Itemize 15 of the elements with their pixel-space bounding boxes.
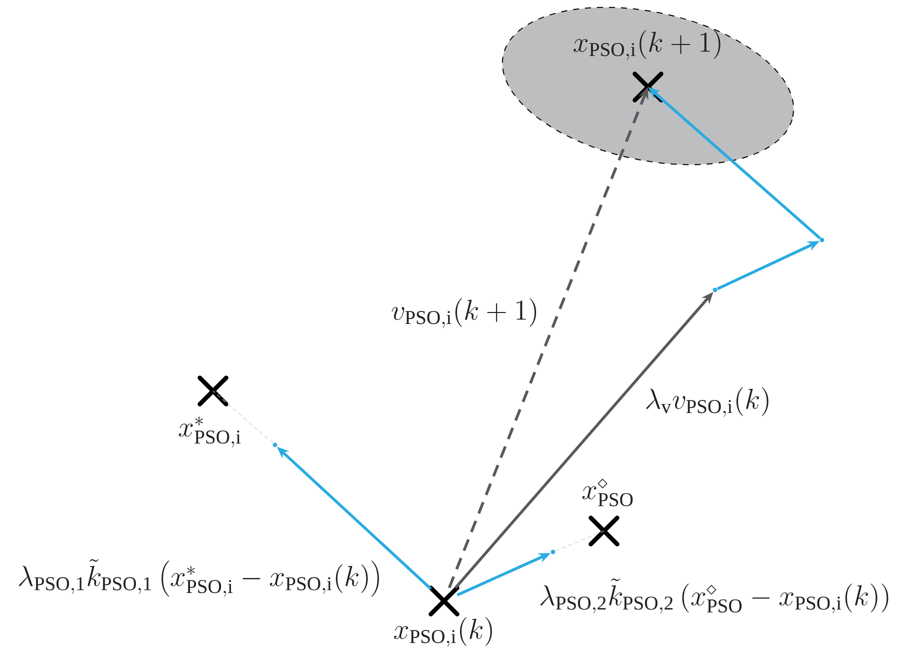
guide-line <box>555 530 604 552</box>
edge-label: $\lambda_{\mathrm{PSO,2}}\tilde{k}_{\mathrm{PSO,2}}\left(x^{\diamond}_{\mathrm{PSO}}-x_{\mathrm{PSO,i}}(k)\right)$ <box>540 578 888 614</box>
point-label: $x^{\diamond}_{\mathrm{PSO}}$ <box>582 478 633 506</box>
vector-joint <box>820 238 824 242</box>
vector-joint <box>550 550 556 554</box>
edge-label: $\lambda_{\mathrm{v}} v_{\mathrm{PSO,i}}(k)$ <box>646 387 768 417</box>
edge-label: $v_{\mathrm{PSO,i}}(k+1)$ <box>392 298 536 328</box>
edge-label: $\lambda_{\mathrm{PSO,1}}\tilde{k}_{\mathrm{PSO,1}}\left(x^{*}_{\mathrm{PSO,i}}-x_{\mathrm{PSO,i}}(k)\right)$ <box>18 559 379 597</box>
point-label: $x^{*}_{\mathrm{PSO,i}}$ <box>178 416 241 448</box>
guide-line <box>212 390 274 444</box>
point-label: $x_{\mathrm{PSO,i}}(k+1)$ <box>574 30 720 60</box>
vector-joint <box>712 288 718 292</box>
vector-joint <box>272 442 278 448</box>
point-label: $x_{\mathrm{PSO,i}}(k)$ <box>394 617 492 647</box>
shaded-region <box>502 6 794 166</box>
